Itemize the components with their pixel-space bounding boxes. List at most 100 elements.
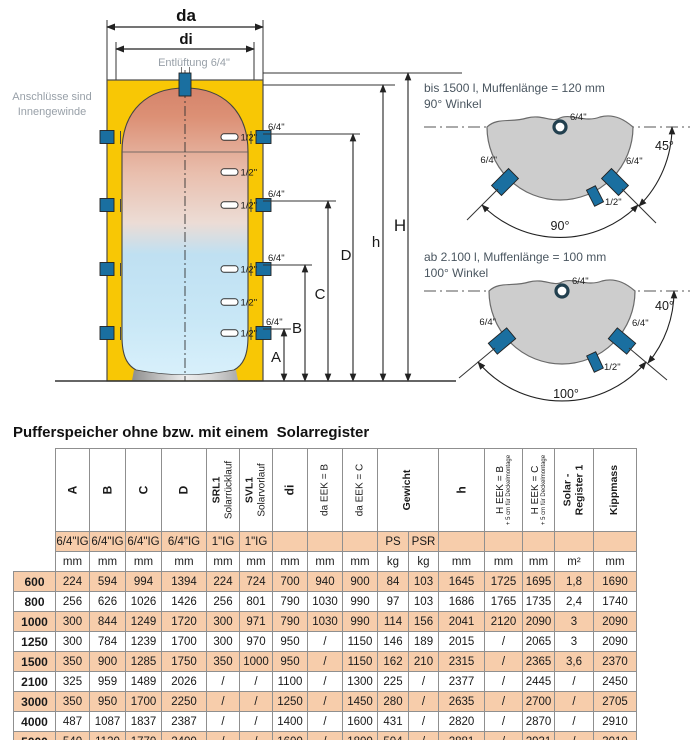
table-cell: 210	[408, 651, 439, 672]
table-cell: 6/4"IG	[55, 531, 90, 552]
angle-arc-90	[481, 204, 639, 238]
table-cell: 1765	[484, 591, 523, 612]
table-cell: 300	[55, 611, 90, 632]
vent-label: Entlüftung 6/4"	[158, 57, 230, 69]
table-cell: kg	[408, 551, 439, 572]
table-cell: 1770	[125, 731, 162, 740]
table-cell: 2870	[522, 711, 555, 732]
table-cell: /	[239, 731, 273, 740]
connection-stubs	[99, 130, 272, 340]
angle-arc-45	[638, 126, 676, 207]
table-title: Pufferspeicher ohne bzw. mit einem Solar…	[13, 424, 370, 441]
table-cell: 1285	[125, 651, 162, 672]
dim-B-label: B	[292, 320, 302, 337]
col-header-solar-register: Solar -Register 1	[554, 448, 594, 532]
table-cell: 2377	[438, 671, 485, 692]
table-cell: 431	[377, 711, 409, 732]
table-cell: 1030	[307, 611, 343, 632]
table-cell: 3010	[593, 731, 637, 740]
table-cell: /	[206, 731, 240, 740]
table-cell: /	[554, 691, 594, 712]
sensor-stub-icon	[586, 351, 604, 373]
table-cell: 801	[239, 591, 273, 612]
table-cell: 3,6	[554, 651, 594, 672]
table-cell: mm	[522, 551, 555, 572]
table-cell: /	[239, 711, 273, 732]
table-cell: 1450	[342, 691, 378, 712]
table-cell: 2370	[593, 651, 637, 672]
table-cell: mm	[89, 551, 126, 572]
sensor-stub-icon	[585, 185, 605, 207]
table-cell: 2026	[161, 671, 207, 692]
dim-H-label: H	[394, 216, 406, 235]
dim-D-label: D	[341, 247, 352, 264]
muffle-diagram-100: ab 2.100 l, Muffenlänge = 100 mm 100° Wi…	[424, 250, 690, 402]
half-inch-label: 1/2"	[241, 298, 258, 309]
table-cell: 114	[377, 611, 409, 632]
table-cell: mm	[125, 551, 162, 572]
table-cell: 1686	[438, 591, 485, 612]
row-spacer	[14, 552, 56, 572]
da-label: da	[176, 6, 196, 25]
table-cell: /	[554, 711, 594, 732]
col-header-H-eek-c: H EEK = C+ 5 cm für Deckelmontage	[522, 448, 555, 532]
table-cell: 3	[554, 631, 594, 652]
table-cell	[438, 531, 485, 552]
table-cell: 900	[89, 651, 126, 672]
table-cell: 504	[377, 731, 409, 740]
table-cell: 2705	[593, 691, 637, 712]
table-cell: 2445	[522, 671, 555, 692]
table-cell: 3	[554, 611, 594, 632]
table-cell: /	[484, 691, 523, 712]
tank-section: da di Entlüftung 6/4" Anschlüsse sind In…	[12, 6, 462, 382]
table-cell: 959	[89, 671, 126, 692]
table-cell: 1700	[161, 631, 207, 652]
row-spacer	[14, 532, 56, 552]
table-cell: 1150	[342, 631, 378, 652]
row-label: 4000	[13, 711, 56, 732]
dim-C-label: C	[315, 286, 326, 303]
muffle-note-1b: 90° Winkel	[424, 97, 482, 111]
muffle-diagram-90: bis 1500 l, Muffenlänge = 120 mm 90° Win…	[424, 81, 690, 238]
row-label: 3000	[13, 691, 56, 712]
table-cell	[522, 531, 555, 552]
table-cell: mm	[55, 551, 90, 572]
table-cell: /	[239, 691, 273, 712]
table-cell: 2881	[438, 731, 485, 740]
angle-90-label: 90°	[551, 219, 570, 233]
table-cell: 1394	[161, 571, 207, 592]
table-cell: /	[484, 731, 523, 740]
table-cell: 1600	[272, 731, 308, 740]
table-cell: 844	[89, 611, 126, 632]
angle-45-label: 45°	[655, 139, 674, 153]
table-cell: 1026	[125, 591, 162, 612]
table-cell: 300	[55, 631, 90, 652]
table-cell: 1100	[272, 671, 308, 692]
table-cell: 1695	[522, 571, 555, 592]
table-cell: /	[408, 711, 439, 732]
table-cell: 2450	[593, 671, 637, 692]
col-header-h: h	[438, 448, 485, 532]
table-cell: /	[408, 731, 439, 740]
table-cell: 97	[377, 591, 409, 612]
table-cell: 990	[342, 611, 378, 632]
tank-diagram: da di Entlüftung 6/4" Anschlüsse sind In…	[12, 6, 690, 402]
table-cell: m²	[554, 551, 594, 572]
muffle-stub-icon	[607, 327, 637, 355]
sensor-label: 1/2"	[604, 362, 621, 373]
muffle-note-2b: 100° Winkel	[424, 266, 488, 280]
table-cell: /	[484, 671, 523, 692]
angle-40-label: 40°	[655, 299, 674, 313]
angle-arc-40	[647, 290, 678, 364]
table-cell: 790	[272, 591, 308, 612]
table-cell: 1735	[522, 591, 555, 612]
six-quarter-label: 6/4"	[266, 317, 283, 328]
table-cell: 990	[342, 591, 378, 612]
